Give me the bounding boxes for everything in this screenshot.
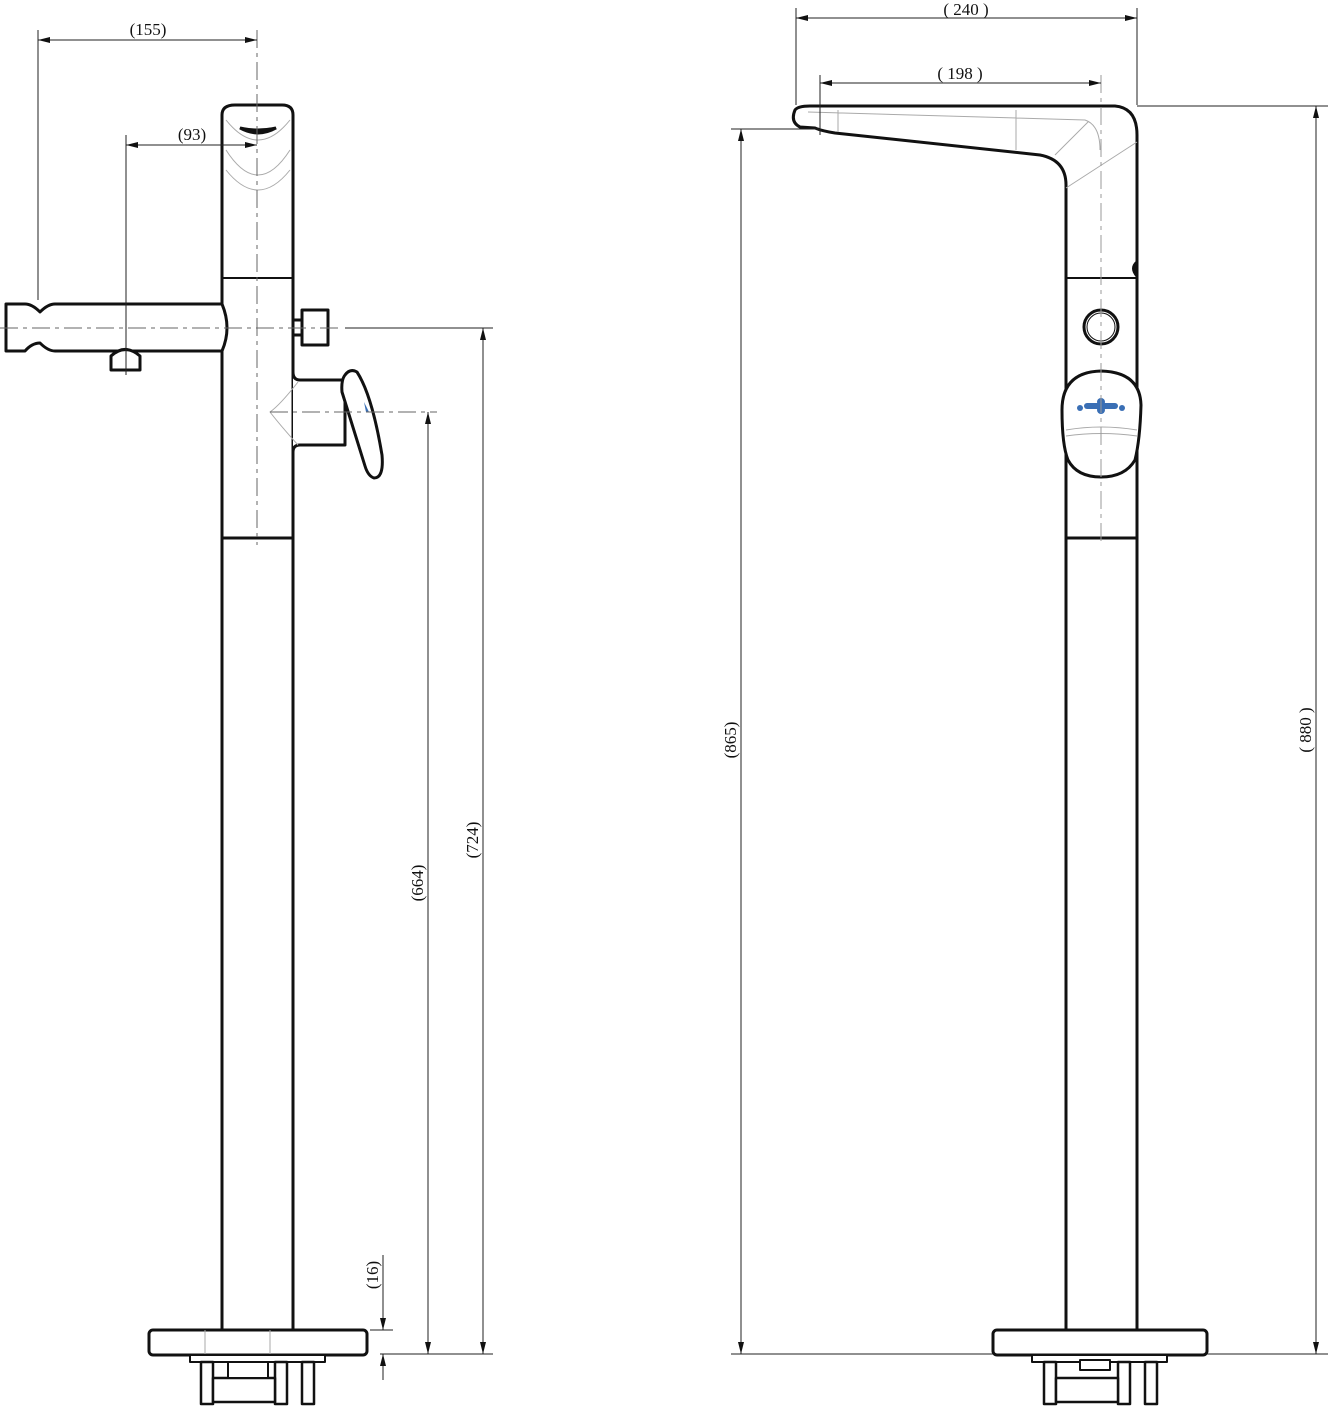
side-spout-arm — [4, 302, 229, 353]
side-column — [220, 103, 295, 1332]
dim-label: ( 240 ) — [943, 0, 988, 19]
dim-16: (16) — [363, 1255, 393, 1380]
dim-label: (155) — [130, 20, 167, 39]
front-base-plate — [991, 1328, 1209, 1357]
side-lever-handle — [340, 369, 384, 480]
front-mounting-hardware — [1042, 1359, 1159, 1406]
dim-880: ( 880 ) — [1137, 105, 1328, 1355]
dim-93: (93) — [125, 125, 257, 375]
side-mounting-hardware — [199, 1360, 316, 1406]
front-spout-and-column — [791, 104, 1139, 1332]
side-view: (155) (93) (724) (664) (16) — [0, 20, 493, 1406]
dim-label: (865) — [721, 722, 740, 759]
dim-155: (155) — [37, 20, 257, 300]
front-view: ( 240 ) ( 198 ) (865) ( 880 ) — [721, 0, 1328, 1406]
dim-198: ( 198 ) — [819, 64, 1101, 135]
dim-label: ( 198 ) — [937, 64, 982, 83]
dim-240: ( 240 ) — [795, 0, 1138, 105]
dim-label: (93) — [178, 125, 206, 144]
dim-label: ( 880 ) — [1296, 707, 1315, 752]
dim-724: (724) — [345, 327, 493, 1355]
side-spout-outlet — [225, 119, 291, 191]
dim-label: (16) — [363, 1261, 382, 1289]
dim-label: (724) — [463, 822, 482, 859]
side-base-plate — [147, 1328, 369, 1357]
front-sensor-dot — [1132, 258, 1139, 280]
dim-label: (664) — [408, 865, 427, 902]
side-lever-highlight — [364, 402, 369, 412]
dim-664: (664) — [408, 412, 431, 1354]
side-outlet-slot — [239, 126, 277, 135]
dim-865: (865) — [721, 128, 993, 1355]
